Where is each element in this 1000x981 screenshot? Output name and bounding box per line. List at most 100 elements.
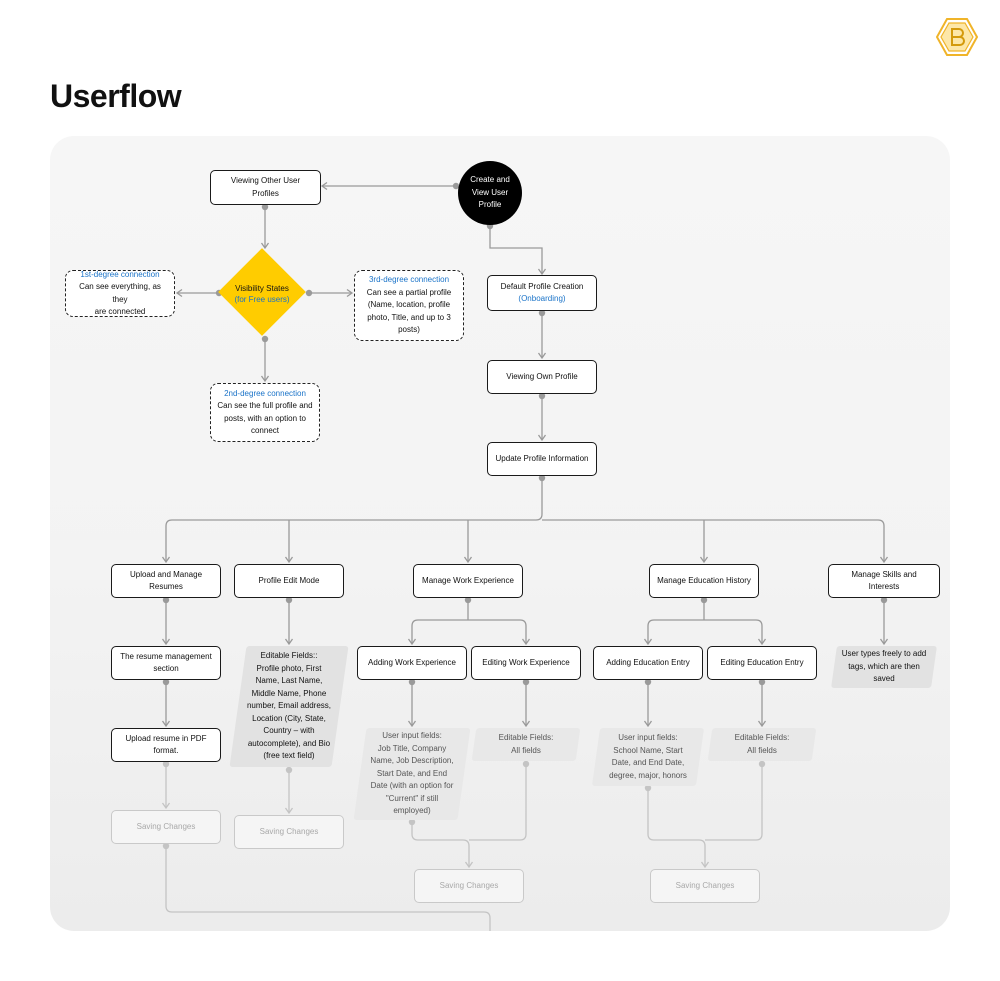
note-line-5: number, Email address,: [246, 701, 332, 711]
start-line-1: Create and: [470, 175, 510, 185]
note-line-7: employed): [393, 806, 431, 816]
node-line-2: (Onboarding): [518, 294, 566, 303]
node-editing-work-experience[interactable]: Editing Work Experience: [471, 646, 581, 680]
node-update-profile-information[interactable]: Update Profile Information: [487, 442, 597, 476]
note-line-6: Location (City, State,: [252, 713, 326, 723]
connector-dot: [464, 596, 472, 604]
connector-dot: [285, 766, 293, 774]
connector-arrowhead: [464, 861, 474, 869]
connector-arrowhead: [175, 288, 183, 298]
decision-line-1: Visibility States: [235, 284, 289, 293]
node-manage-skills-interests[interactable]: Manage Skills and Interests: [828, 564, 940, 598]
connector-arrowhead: [643, 720, 653, 728]
connector-arrowhead: [161, 638, 171, 646]
node-line-2: format.: [153, 746, 179, 755]
node-label: Manage Education History: [657, 575, 751, 585]
node-line-2: are connected: [94, 307, 146, 316]
node-second-degree-connection[interactable]: 2nd-degree connection Can see the full p…: [210, 383, 320, 442]
connector-dot: [162, 596, 170, 604]
connector-line: [165, 478, 543, 562]
node-line-1: Upload and Manage: [129, 569, 203, 579]
note-line-2: All fields: [747, 745, 777, 755]
connector-arrowhead: [521, 720, 531, 728]
connector-arrowhead: [161, 556, 171, 564]
flow-connectors: [161, 181, 889, 931]
note-profile-editable-fields: Editable Fields:: Profile photo, First N…: [229, 646, 349, 767]
connector-dot: [452, 182, 460, 190]
node-manage-education-history[interactable]: Manage Education History: [649, 564, 759, 598]
connector-line: [542, 519, 885, 562]
node-label: Adding Work Experience: [368, 657, 456, 667]
node-line-1: The resume management: [120, 651, 212, 661]
node-label: Editing Work Experience: [482, 657, 570, 667]
note-line-9: (free text field): [263, 751, 315, 761]
connector-dot: [758, 678, 766, 686]
node-label: Saving Changes: [439, 880, 499, 890]
node-adding-education-entry[interactable]: Adding Education Entry: [593, 646, 703, 680]
connector-arrowhead: [757, 638, 767, 646]
connector-arrowhead: [161, 802, 171, 810]
node-line-1: Can see the full profile and: [217, 401, 313, 410]
hexagon-b-logo-icon: [936, 18, 978, 56]
node-saving-changes-education[interactable]: Saving Changes: [650, 869, 760, 903]
connector-arrowhead: [260, 242, 270, 250]
node-adding-work-experience[interactable]: Adding Work Experience: [357, 646, 467, 680]
connector-dot: [261, 335, 269, 343]
node-profile-edit-mode[interactable]: Profile Edit Mode: [234, 564, 344, 598]
node-line-2: posts, with an option to: [224, 413, 306, 423]
note-line-3: saved: [873, 674, 895, 684]
node-viewing-other-profiles[interactable]: Viewing Other User Profiles: [210, 170, 321, 205]
connector-dot: [880, 596, 888, 604]
note-skills-tags: User types freely to add tags, which are…: [831, 646, 937, 688]
node-label: Saving Changes: [136, 821, 196, 831]
node-third-degree-connection[interactable]: 3rd-degree connection Can see a partial …: [354, 270, 464, 341]
node-manage-work-experience[interactable]: Manage Work Experience: [413, 564, 523, 598]
node-first-degree-connection[interactable]: 1st-degree connection Can see everything…: [65, 270, 175, 317]
note-line-2: School Name, Start: [613, 745, 683, 755]
connector-dot: [538, 309, 546, 317]
flow-canvas: Create and View User Profile Viewing Oth…: [50, 136, 950, 931]
connector-dot: [162, 842, 170, 850]
note-line-2: Profile photo, First: [256, 663, 322, 673]
decision-line-2: (for Free users): [234, 295, 290, 304]
connector-dot: [285, 596, 293, 604]
node-upload-manage-resumes[interactable]: Upload and Manage Resumes: [111, 564, 221, 598]
note-line-8: autocomplete), and Bio: [247, 738, 331, 748]
connector-arrowhead: [537, 434, 547, 442]
note-line-6: "Current" if still: [385, 793, 439, 803]
node-viewing-own-profile[interactable]: Viewing Own Profile: [487, 360, 597, 394]
note-line-2: Job Title, Company: [377, 743, 447, 753]
node-saving-changes-work[interactable]: Saving Changes: [414, 869, 524, 903]
note-line-1: User input fields:: [382, 731, 442, 741]
connector-arrowhead: [284, 638, 294, 646]
connector-dot: [700, 596, 708, 604]
connector-dot: [758, 760, 766, 768]
connector-arrowhead: [700, 861, 710, 869]
node-saving-changes-resumes[interactable]: Saving Changes: [111, 810, 221, 844]
note-line-3: Name, Last Name,: [255, 676, 323, 686]
node-saving-changes-profile[interactable]: Saving Changes: [234, 815, 344, 849]
node-line-1: Upload resume in PDF: [125, 733, 207, 743]
connector-arrowhead: [537, 268, 547, 276]
connector-arrowhead: [463, 556, 473, 564]
node-default-profile-creation[interactable]: Default Profile Creation (Onboarding): [487, 275, 597, 311]
note-line-4: Middle Name, Phone: [251, 688, 327, 698]
note-line-2: tags, which are then: [848, 661, 920, 671]
node-heading: 2nd-degree connection: [224, 388, 306, 398]
node-line-1: Can see everything, as they: [79, 282, 161, 304]
note-line-7: Country – with: [263, 726, 315, 736]
note-line-5: Date (with an option for: [370, 781, 454, 791]
start-node-create-view-profile[interactable]: Create and View User Profile: [458, 161, 522, 225]
node-heading: 3rd-degree connection: [368, 275, 450, 285]
node-label: Update Profile Information: [495, 453, 589, 463]
note-line-4: degree, major, honors: [609, 770, 687, 780]
node-editing-education-entry[interactable]: Editing Education Entry: [707, 646, 817, 680]
connector-dot: [408, 818, 416, 826]
node-resume-management-section[interactable]: The resume management section: [111, 646, 221, 680]
note-line-3: Name, Job Description,: [370, 756, 454, 766]
decision-label: Visibility States (for Free users): [222, 283, 302, 305]
connector-dot: [408, 678, 416, 686]
node-upload-resume-pdf[interactable]: Upload resume in PDF format.: [111, 728, 221, 762]
node-label: Saving Changes: [259, 826, 319, 836]
note-line-1: User types freely to add: [841, 649, 927, 659]
